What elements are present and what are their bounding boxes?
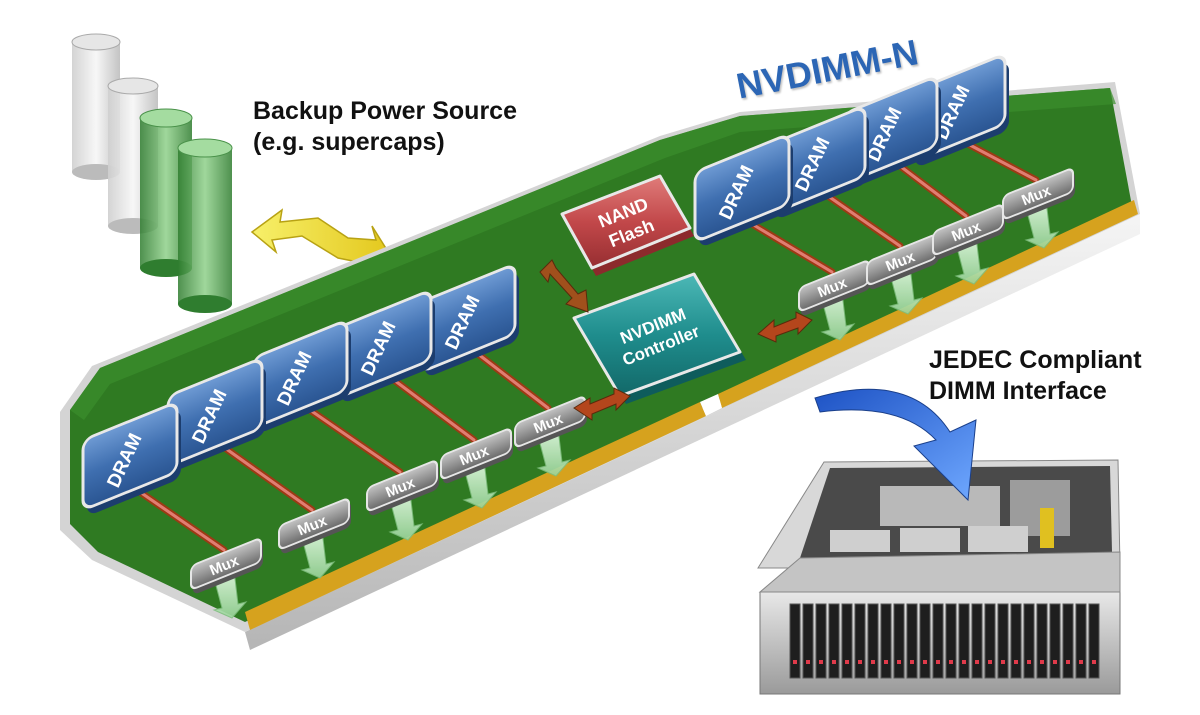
nvdimm-controller-chip: NVDIMM Controller <box>572 272 746 404</box>
dram-mux-arrow-icon <box>474 350 552 412</box>
drive-bay-led <box>988 660 992 664</box>
drive-bay <box>1088 603 1100 679</box>
drive-bay <box>997 603 1009 679</box>
drive-bay <box>945 603 957 679</box>
drive-bay <box>1023 603 1035 679</box>
dram-mux-arrow-icon <box>824 192 904 250</box>
drive-bay-led <box>845 660 849 664</box>
gold-contacts <box>245 200 1138 630</box>
drive-bay-led <box>897 660 901 664</box>
drive-bay <box>1075 603 1087 679</box>
drive-bay <box>984 603 996 679</box>
nand-controller-arrow-icon <box>539 259 589 313</box>
drive-bay <box>854 603 866 679</box>
server-chassis-icon <box>757 459 1121 695</box>
mux-chip: Mux <box>1002 168 1075 224</box>
drive-bay-led <box>1092 660 1096 664</box>
chips-layer: DRAMDRAMDRAMDRAMDRAMDRAMDRAMDRAMDRAMMuxM… <box>81 55 1075 619</box>
controller-left-mux-arrow-icon <box>573 387 631 421</box>
drive-bay <box>1049 603 1061 679</box>
drive-bays <box>789 603 1100 679</box>
drive-bay <box>1036 603 1048 679</box>
drive-bay-led <box>1027 660 1031 664</box>
dram-mux-arrow-icon <box>306 406 404 476</box>
drive-bay <box>880 603 892 679</box>
drive-bay <box>867 603 879 679</box>
drive-bay <box>958 603 970 679</box>
mux-chip: Mux <box>798 260 871 316</box>
drive-bay <box>919 603 931 679</box>
drive-bay-led <box>871 660 875 664</box>
mux-chip: Mux <box>366 460 439 516</box>
drive-bay-led <box>1014 660 1018 664</box>
drive-bay <box>828 603 840 679</box>
mux-chip: Mux <box>514 396 587 452</box>
drive-bay <box>841 603 853 679</box>
dram-chip: DRAM <box>769 107 869 218</box>
controller-right-mux-arrow-icon <box>757 311 813 343</box>
drive-bay-led <box>1040 660 1044 664</box>
drive-bay <box>1010 603 1022 679</box>
drive-bay <box>906 603 918 679</box>
drive-bay-led <box>1001 660 1005 664</box>
drive-bay-led <box>793 660 797 664</box>
nand-flash-chip: NAND Flash <box>560 174 694 276</box>
jedec-interface-label: JEDEC Compliant DIMM Interface <box>929 345 1142 407</box>
drive-bay-led <box>806 660 810 664</box>
drive-bay-led <box>923 660 927 664</box>
drive-bay-led <box>949 660 953 664</box>
drive-bay-led <box>910 660 914 664</box>
blue-curved-arrow-icon <box>814 388 977 502</box>
mux-chip: Mux <box>190 538 263 594</box>
drive-bay-led <box>832 660 836 664</box>
drive-bay <box>971 603 983 679</box>
dram-chip: DRAM <box>335 291 435 402</box>
dram-chip: DRAM <box>81 403 181 514</box>
dram-mux-arrow-icon <box>748 220 836 276</box>
drive-bay <box>789 603 801 679</box>
supercap-green-2 <box>177 138 233 313</box>
drive-bay-led <box>1066 660 1070 664</box>
backup-power-label: Backup Power Source (e.g. supercaps) <box>253 96 517 158</box>
drive-bay-led <box>1053 660 1057 664</box>
jedec-interface-label-line2: DIMM Interface <box>929 377 1107 405</box>
mux-chip: Mux <box>440 428 513 484</box>
dram-chip: DRAM <box>693 135 793 246</box>
drive-bay-led <box>936 660 940 664</box>
supercap-stack <box>71 33 233 313</box>
dram-chip: DRAM <box>841 77 941 188</box>
backup-power-label-line2: (e.g. supercaps) <box>253 128 445 156</box>
drive-bay-led <box>858 660 862 664</box>
dram-chip: DRAM <box>166 359 266 470</box>
dram-mux-arrow-icon <box>221 444 316 514</box>
dram-mux-arrow-icon <box>896 162 970 220</box>
drive-bay <box>893 603 905 679</box>
drive-bay-led <box>1079 660 1083 664</box>
dram-mux-arrow-icon <box>390 376 478 444</box>
drive-bay <box>815 603 827 679</box>
drive-bay-led <box>975 660 979 664</box>
dram-mux-arrow-icon <box>964 140 1040 184</box>
dram-mux-arrow-icon <box>136 488 228 554</box>
mux-chip: Mux <box>932 204 1005 260</box>
drive-bay <box>932 603 944 679</box>
drive-bay <box>1062 603 1074 679</box>
mux-chip: Mux <box>278 498 351 554</box>
drive-bay-led <box>884 660 888 664</box>
jedec-interface-label-line1: JEDEC Compliant <box>929 346 1142 374</box>
drive-bay-led <box>962 660 966 664</box>
drive-bay <box>802 603 814 679</box>
backup-power-label-line1: Backup Power Source <box>253 97 517 125</box>
dram-chip: DRAM <box>419 265 519 376</box>
drive-bay-led <box>819 660 823 664</box>
dram-chip: DRAM <box>251 321 351 432</box>
